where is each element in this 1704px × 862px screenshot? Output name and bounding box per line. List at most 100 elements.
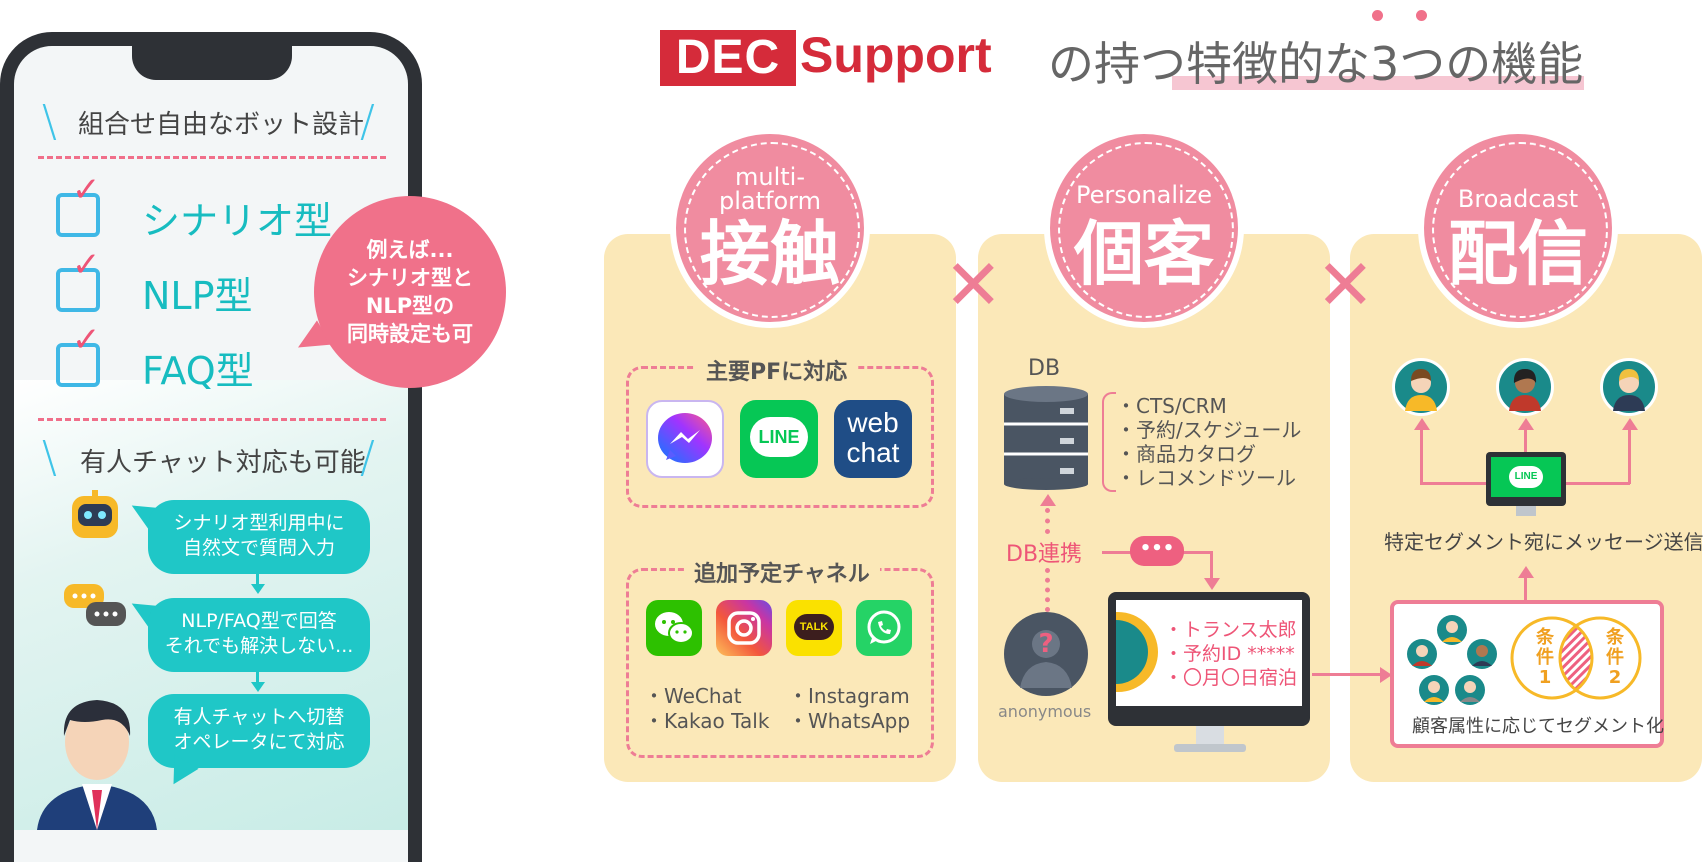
bubble-line: シナリオ型と: [347, 266, 473, 290]
option-scenario: シナリオ型: [142, 199, 333, 243]
bubble-line: 同時設定も可: [347, 322, 473, 346]
chat-bubble-2: NLP/FAQ型で回答 それでも解決しない...: [148, 598, 370, 672]
circle-dashed-ring: [1432, 142, 1608, 318]
anonymous-label: anonymous: [998, 702, 1092, 721]
example-bubble: 例えば... シナリオ型と NLP型の 同時設定も可: [314, 196, 506, 388]
whatsapp-icon: [856, 600, 912, 656]
dashed-divider: [38, 156, 386, 159]
chat-line: オペレータにて対応: [173, 731, 345, 753]
link-line: [1560, 482, 1630, 485]
recipient-avatar-icon: [1600, 358, 1658, 416]
instagram-icon: [716, 600, 772, 656]
chat-line: NLP/FAQ型で回答: [181, 610, 337, 632]
option-faq: FAQ型: [142, 349, 254, 393]
db-item: ・レコメンドツール: [1116, 466, 1296, 490]
cond-char: 2: [1608, 667, 1622, 688]
db-item: ・商品カタログ: [1116, 442, 1256, 466]
svg-text:?: ?: [1038, 629, 1053, 659]
page-title: の持つ特徴的な3つの機能: [1048, 37, 1584, 91]
emphasis-dot: [1372, 10, 1383, 21]
flow-line: [256, 672, 259, 684]
segment-label: 顧客属性に応じてセグメント化: [1412, 716, 1664, 737]
circle-jp: 配信: [1448, 213, 1588, 295]
channel-whatsapp: ・WhatsApp: [788, 709, 911, 733]
condition-2-label: 条 件 2: [1604, 628, 1626, 688]
chat-bubble-3: 有人チャットへ切替 オペレータにて対応: [148, 694, 370, 768]
arrow-up-icon: [1518, 418, 1534, 430]
condition-1-label: 条 件 1: [1534, 628, 1556, 688]
screen-item: ・トランス太郎: [1164, 619, 1297, 641]
checkbox-icon: [56, 268, 100, 312]
venn-diagram-icon: [1504, 614, 1648, 702]
robot-icon: [66, 488, 124, 546]
cross-icon: ✕: [1316, 244, 1375, 326]
wechat-icon: [646, 600, 702, 656]
flow-line: [256, 574, 259, 586]
cond-char: 条: [1606, 627, 1624, 648]
anonymous-user-icon: ?: [1004, 612, 1088, 696]
circle-en-line2: platform: [719, 187, 821, 215]
channel-kakao: ・Kakao Talk: [644, 709, 770, 733]
planned-channel-label: 追加予定チャネル: [684, 556, 880, 588]
recipient-avatar-icon: [1496, 358, 1554, 416]
option-nlp: NLP型: [142, 274, 253, 318]
cond-char: 件: [1606, 647, 1624, 668]
checkmark-icon: ✓: [72, 245, 101, 285]
main-platform-label: 主要PFに対応: [696, 354, 858, 386]
db-link-dotted-line: [1045, 508, 1050, 534]
send-label: 特定セグメント宛にメッセージ送信: [1384, 530, 1704, 554]
chat-line: それでも解決しない...: [164, 635, 354, 657]
link-line: [1524, 576, 1527, 600]
arrow-up-icon: [1518, 566, 1534, 578]
db-link-label: DB連携: [1006, 542, 1083, 567]
monitor-stand: [1516, 506, 1536, 516]
cond-char: 件: [1536, 647, 1554, 668]
link-line: [1210, 551, 1213, 579]
chat-line: 有人チャットへ切替: [173, 706, 345, 728]
circle-en: Personalize: [1075, 181, 1213, 209]
channel-wechat: ・WeChat: [644, 684, 742, 708]
arrow-right-icon: [1380, 667, 1392, 683]
circle-broadcast: Broadcast 配信: [1418, 128, 1618, 328]
database-icon: [1004, 386, 1088, 490]
messenger-icon: [646, 400, 724, 478]
arrow-up-icon: [1622, 418, 1638, 430]
screen-item: ・〇月〇日宿泊: [1164, 667, 1298, 689]
speech-bubbles-icon: [62, 582, 128, 630]
webchat-line: chat: [846, 437, 900, 468]
circle-jp: 個客: [1074, 213, 1214, 295]
broadcast-monitor-screen: LINE: [1491, 457, 1561, 497]
cond-char: 1: [1538, 667, 1552, 688]
operator-avatar-icon: [32, 680, 162, 830]
checkmark-icon: ✓: [72, 320, 101, 360]
title-underline: [1172, 76, 1584, 90]
screen-item: ・予約ID *****: [1164, 643, 1295, 665]
circle-en: Broadcast: [1457, 185, 1579, 213]
kakaotalk-icon: TALK: [786, 600, 842, 656]
db-label: DB: [1028, 356, 1061, 381]
message-icon: •••: [1130, 536, 1184, 566]
arrow-up-icon: [1414, 418, 1430, 430]
support-logo: Support: [800, 27, 992, 83]
kakao-logo-text: TALK: [794, 614, 834, 640]
arrow-down-icon: [251, 682, 265, 692]
circle-dashed-ring: [1058, 142, 1234, 318]
chat-bubble-1: シナリオ型利用中に 自然文で質問入力: [148, 500, 370, 574]
circle-contact: multi- platform 接触: [670, 128, 870, 328]
cond-char: 条: [1536, 627, 1554, 648]
slash-left-decoration: \: [42, 96, 57, 147]
slash-right-decoration: /: [360, 432, 375, 483]
checkmark-icon: ✓: [72, 170, 101, 210]
chat-line: シナリオ型利用中に: [173, 512, 345, 534]
link-line: [1312, 673, 1382, 676]
monitor-stand: [1196, 726, 1224, 746]
channel-instagram: ・Instagram: [788, 684, 910, 708]
link-line: [1420, 428, 1423, 484]
emphasis-dot: [1416, 10, 1427, 21]
phone-heading-live-chat: 有人チャット対応も可能: [80, 448, 366, 478]
db-items-brace: [1102, 392, 1116, 492]
line-logo-text: LINE: [1509, 466, 1543, 488]
recipient-avatar-icon: [1392, 358, 1450, 416]
monitor-base: [1174, 744, 1246, 752]
line-icon: LINE: [740, 400, 818, 478]
